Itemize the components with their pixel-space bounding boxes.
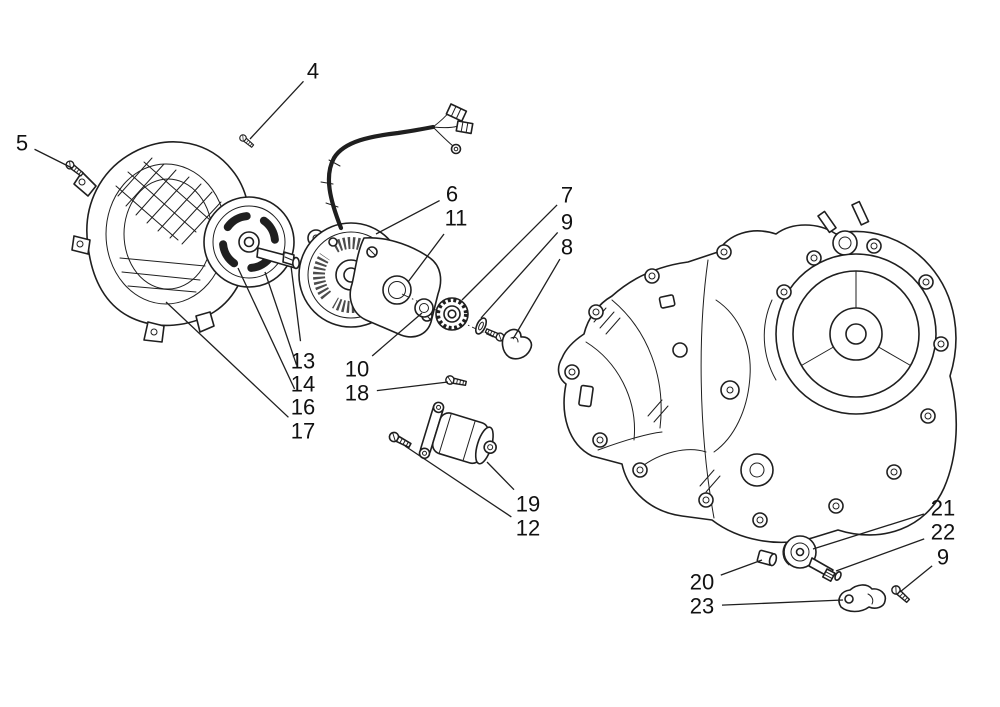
wire-connector	[445, 103, 468, 122]
leader-line-12	[404, 445, 512, 518]
callout-label-21: 21	[931, 496, 955, 521]
starter-motor-drawing	[418, 401, 497, 465]
callout-label-12: 12	[516, 516, 540, 541]
washer	[474, 317, 488, 335]
leader-line-23	[721, 599, 844, 606]
leader-line-8	[512, 258, 561, 340]
leader-line-11	[407, 233, 445, 283]
leader-line-7	[461, 204, 558, 301]
callout-label-7: 7	[561, 183, 573, 208]
wire-connector	[455, 120, 474, 135]
leader-line-21	[812, 513, 925, 550]
callout-label-18: 18	[345, 381, 369, 406]
crankcase-drawing	[557, 200, 957, 544]
callout-label-9: 9	[937, 545, 949, 570]
screw-5	[63, 158, 86, 179]
leader-line-22	[835, 538, 925, 572]
leader-line-6	[375, 199, 440, 235]
callout-label-6: 6	[446, 182, 458, 207]
leader-line-9	[899, 565, 933, 593]
callout-label-4: 4	[307, 59, 319, 84]
callout-label-22: 22	[931, 520, 955, 545]
pump-parts-drawing	[756, 535, 912, 613]
wiring-harness	[326, 124, 436, 231]
cooling-fins	[115, 157, 222, 293]
fan-cover-drawing	[71, 141, 252, 343]
callout-label-23: 23	[690, 594, 714, 619]
spacer-ring	[414, 298, 434, 318]
callout-label-14: 14	[291, 372, 315, 397]
lever-23	[838, 584, 887, 613]
leader-line-4	[249, 80, 304, 140]
leader-line-13	[290, 265, 302, 342]
leader-line-16	[237, 267, 296, 390]
shaft-parts-drawing	[401, 293, 533, 360]
callout-label-9: 9	[561, 210, 573, 235]
callout-label-17: 17	[291, 419, 315, 444]
leader-line-5	[34, 148, 73, 169]
callout-label-13: 13	[291, 349, 315, 374]
callout-label-5: 5	[16, 131, 28, 156]
leader-line-18	[376, 381, 449, 392]
leader-line-17	[165, 301, 289, 418]
leader-line-19	[486, 461, 515, 491]
leader-line-9	[480, 231, 559, 319]
bolt-12	[386, 429, 413, 451]
leader-line-10	[371, 312, 423, 357]
callout-label-16: 16	[291, 395, 315, 420]
pin-20	[756, 549, 778, 567]
leader-line-14	[264, 271, 298, 366]
callout-label-20: 20	[690, 570, 714, 595]
callout-label-10: 10	[345, 357, 369, 382]
callout-label-8: 8	[561, 235, 573, 260]
ring-terminal	[450, 143, 462, 155]
callout-label-19: 19	[516, 492, 540, 517]
shaft-nut-22	[821, 568, 836, 582]
flywheel-drawing	[203, 196, 308, 288]
starter-claw	[501, 328, 533, 360]
leader-line-20	[720, 559, 763, 576]
bolt-18	[444, 374, 468, 389]
screw-9-lower	[889, 583, 912, 605]
bearing-cover-21	[783, 535, 817, 569]
callout-label-11: 11	[445, 206, 468, 231]
